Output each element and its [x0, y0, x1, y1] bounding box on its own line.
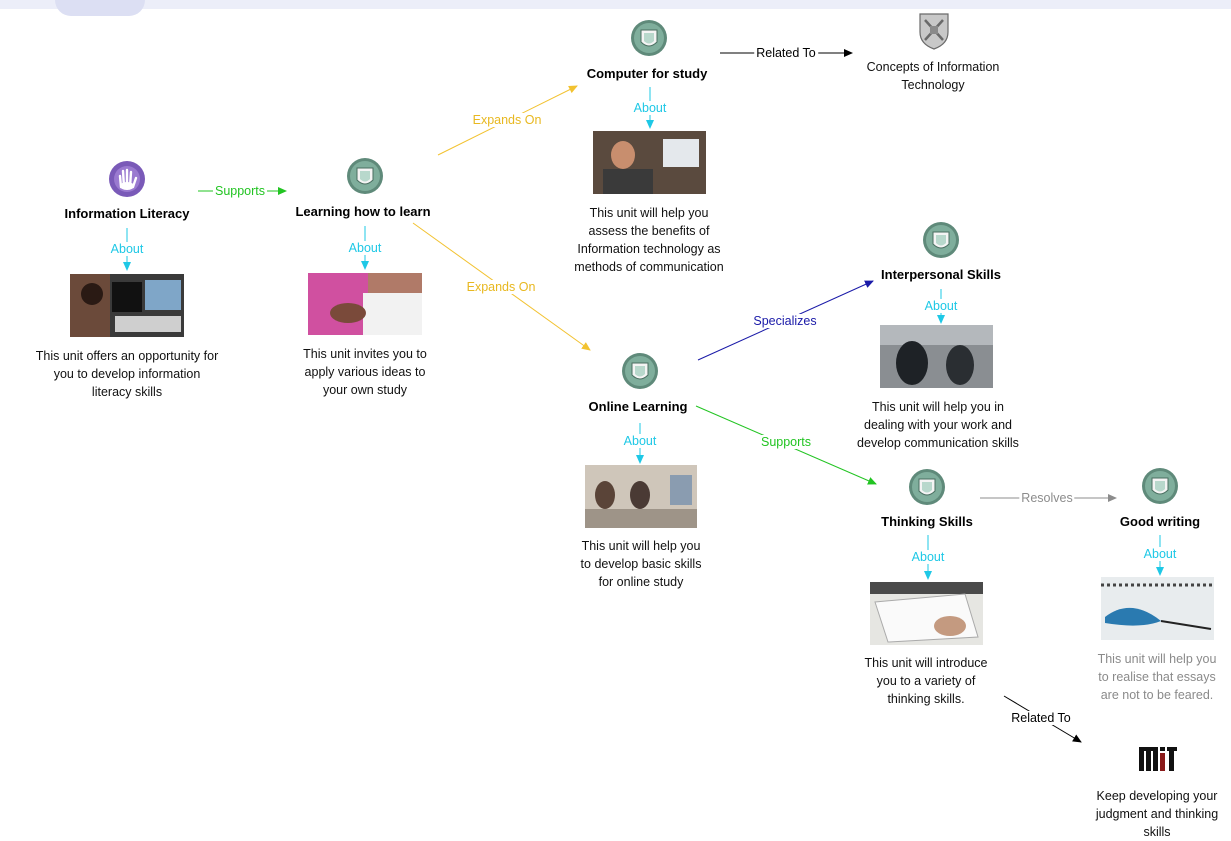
- node-title-good-writing[interactable]: Good writing: [1119, 514, 1201, 529]
- openlearn-circle-icon[interactable]: [345, 157, 385, 195]
- node-desc-learning-how-to-learn: This unit invites you to apply various i…: [265, 345, 465, 399]
- desc-line: This unit will help you: [581, 539, 701, 553]
- desc-line: literacy skills: [91, 385, 163, 399]
- university-crest-icon[interactable]: [917, 12, 951, 50]
- desc-line: This unit invites you to: [303, 347, 427, 361]
- edge-label-specializes: Specializes: [751, 314, 819, 328]
- openlearn-circle-icon[interactable]: [907, 468, 947, 506]
- thumbnail-information-literacy[interactable]: [70, 274, 184, 337]
- mit-logo-icon[interactable]: [1138, 745, 1178, 775]
- desc-line: assess the benefits of: [588, 224, 710, 238]
- node-desc-information-literacy: This unit offers an opportunity for you …: [7, 347, 247, 401]
- node-title-computer-for-study[interactable]: Computer for study: [586, 66, 708, 81]
- thumbnail-computer-for-study[interactable]: [593, 131, 706, 194]
- node-title-interpersonal-skills[interactable]: Interpersonal Skills: [881, 267, 1001, 282]
- node-desc-mit: Keep developing your judgment and thinki…: [1077, 787, 1231, 841]
- top-swoosh: [55, 0, 145, 16]
- desc-line: thinking skills.: [887, 692, 965, 706]
- thumbnail-good-writing[interactable]: [1101, 577, 1214, 640]
- desc-line: you to develop information: [53, 367, 201, 381]
- desc-line: judgment and thinking: [1095, 807, 1219, 821]
- desc-line: This unit will introduce: [864, 656, 988, 670]
- thumbnail-interpersonal-skills[interactable]: [880, 325, 993, 388]
- desc-line: This unit will help you: [1097, 652, 1217, 666]
- edge-label-related-to-2: Related To: [1009, 711, 1073, 725]
- openlearn-circle-icon[interactable]: [921, 221, 961, 259]
- node-title-thinking-skills[interactable]: Thinking Skills: [881, 514, 973, 529]
- desc-line: are not to be feared.: [1100, 688, 1214, 702]
- node-title-online-learning[interactable]: Online Learning: [588, 399, 688, 414]
- node-desc-good-writing: This unit will help you to realise that …: [1077, 650, 1231, 704]
- edge-label-related-to-1: Related To: [754, 46, 818, 60]
- desc-line: This unit will help you: [589, 206, 709, 220]
- desc-line: Concepts of Information: [866, 60, 1000, 74]
- openlearn-circle-icon[interactable]: [629, 19, 669, 57]
- about-label-good-writing: About: [1141, 547, 1179, 561]
- desc-line: Information technology as: [577, 242, 721, 256]
- desc-line: Keep developing your: [1096, 789, 1218, 803]
- desc-line: for online study: [598, 575, 684, 589]
- desc-line: to realise that essays: [1098, 670, 1216, 684]
- desc-line: This unit offers an opportunity for: [35, 349, 219, 363]
- node-desc-interpersonal-skills: This unit will help you in dealing with …: [823, 398, 1053, 452]
- node-title-learning-how-to-learn[interactable]: Learning how to learn: [295, 204, 431, 219]
- desc-line: methods of communication: [574, 260, 724, 274]
- node-desc-computer-for-study: This unit will help you assess the benef…: [539, 204, 759, 276]
- edge-label-expands-on-2: Expands On: [464, 280, 538, 294]
- hand-icon[interactable]: [107, 160, 147, 198]
- about-label-thinking: About: [909, 550, 947, 564]
- desc-line: apply various ideas to: [304, 365, 426, 379]
- about-label-computer: About: [631, 101, 669, 115]
- thumbnail-online-learning[interactable]: [585, 465, 697, 528]
- about-label-online: About: [621, 434, 659, 448]
- edge-label-expands-on-1: Expands On: [470, 113, 544, 127]
- openlearn-circle-icon[interactable]: [620, 352, 660, 390]
- node-title-information-literacy[interactable]: Information Literacy: [64, 206, 190, 221]
- desc-line: your own study: [322, 383, 408, 397]
- thumbnail-learning-how-to-learn[interactable]: [308, 273, 422, 335]
- edge-label-supports-2: Supports: [758, 435, 814, 449]
- openlearn-circle-icon[interactable]: [1140, 467, 1180, 505]
- thumbnail-thinking-skills[interactable]: [870, 582, 983, 645]
- node-desc-online-learning: This unit will help you to develop basic…: [541, 537, 741, 591]
- desc-line: you to a variety of: [876, 674, 976, 688]
- top-bar: [0, 0, 1231, 16]
- about-label-literacy: About: [108, 242, 146, 256]
- desc-line: skills: [1143, 825, 1171, 839]
- about-label-learning: About: [346, 241, 384, 255]
- desc-line: Technology: [901, 78, 965, 92]
- desc-line: dealing with your work and: [864, 418, 1012, 432]
- desc-line: This unit will help you in: [871, 400, 1004, 414]
- node-desc-concepts-of-it: Concepts of Information Technology: [823, 58, 1043, 94]
- desc-line: develop communication skills: [857, 436, 1019, 450]
- node-desc-thinking-skills: This unit will introduce you to a variet…: [826, 654, 1026, 708]
- edge-label-supports-1: Supports: [212, 184, 268, 198]
- about-label-interpersonal: About: [922, 299, 960, 313]
- desc-line: to develop basic skills: [580, 557, 702, 571]
- edge-label-resolves: Resolves: [1019, 491, 1075, 505]
